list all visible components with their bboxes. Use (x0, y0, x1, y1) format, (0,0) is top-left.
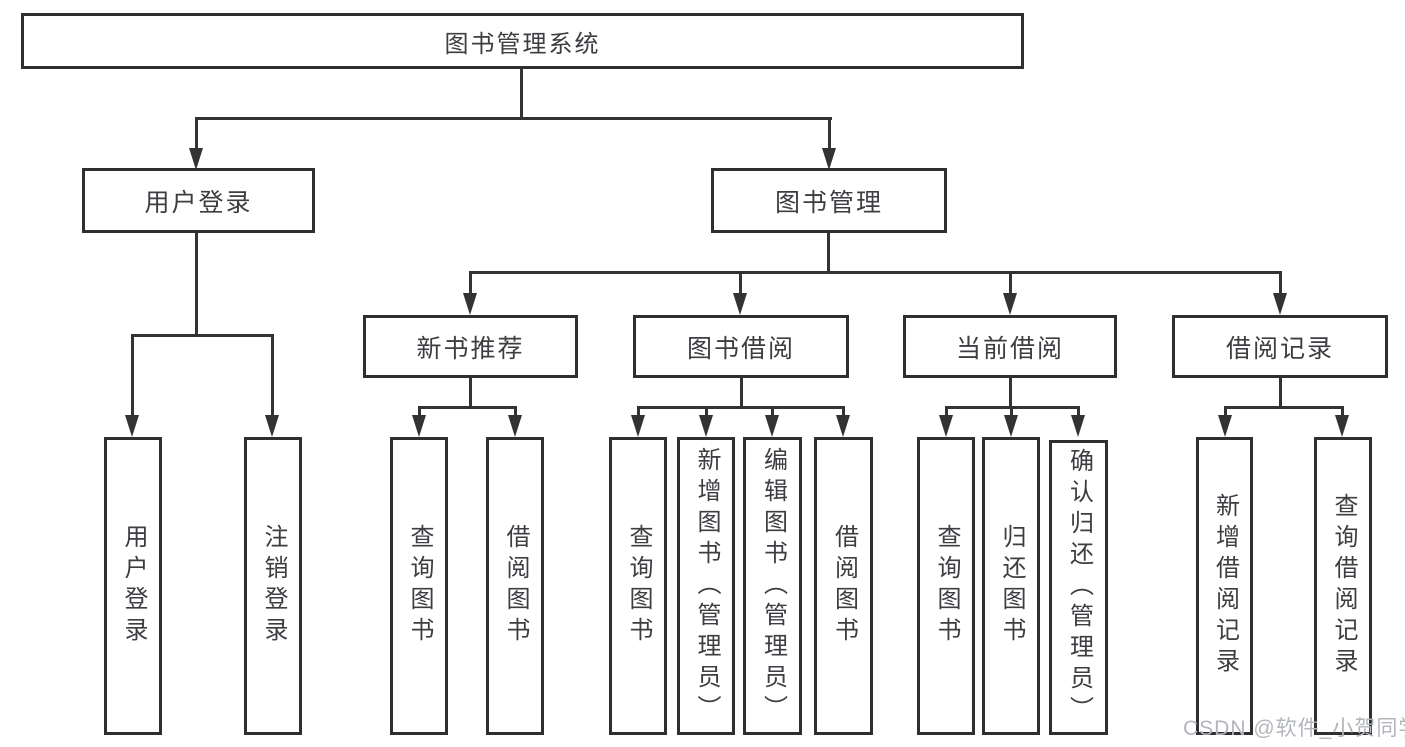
connector-line (1077, 406, 1080, 417)
leaf-return-books: 归还图书 (982, 437, 1040, 735)
leaf-label: 新增图书（管理员） (693, 446, 720, 726)
arrow-down-icon (939, 415, 953, 437)
connector-line (1341, 406, 1344, 417)
leaf-label: 确认归还（管理员） (1065, 448, 1093, 727)
connector-line (1009, 378, 1012, 409)
node-library-management-system: 图书管理系统 (21, 13, 1024, 69)
leaf-query-books-current: 查询图书 (917, 437, 975, 735)
leaf-logout: 注销登录 (244, 437, 302, 735)
connector-line (771, 406, 774, 417)
connector-line (945, 406, 948, 417)
arrow-down-icon (822, 148, 836, 170)
arrow-down-icon (1273, 293, 1287, 315)
node-book-borrowing: 图书借阅 (633, 315, 849, 378)
leaf-label: 查询图书 (625, 524, 652, 648)
connector-line (131, 334, 274, 337)
arrow-down-icon (463, 293, 477, 315)
leaf-user-login: 用户登录 (104, 437, 162, 735)
leaf-confirm-return-admin: 确认归还（管理员） (1049, 440, 1108, 735)
leaf-label: 新增借阅记录 (1211, 493, 1239, 679)
arrow-down-icon (508, 415, 522, 437)
connector-line (827, 233, 830, 273)
connector-line (195, 233, 198, 336)
leaf-label: 借阅图书 (830, 524, 858, 648)
arrow-down-icon (631, 415, 645, 437)
leaf-label: 编辑图书（管理员） (759, 446, 787, 726)
connector-line (1224, 406, 1227, 417)
arrow-down-icon (189, 148, 203, 170)
connector-line (195, 117, 832, 120)
leaf-query-borrow-record: 查询借阅记录 (1314, 437, 1372, 735)
connector-line (520, 69, 523, 120)
arrow-down-icon (1071, 415, 1085, 437)
arrow-down-icon (1004, 415, 1018, 437)
leaf-label: 归还图书 (998, 524, 1025, 648)
leaf-label: 注销登录 (260, 524, 287, 648)
leaf-query-books-borrowing: 查询图书 (609, 437, 667, 735)
leaf-borrow-books-recommend: 借阅图书 (486, 437, 544, 735)
connector-line (195, 117, 198, 150)
arrow-down-icon (1335, 415, 1349, 437)
connector-line (740, 378, 743, 409)
connector-line (1010, 406, 1013, 417)
arrow-down-icon (265, 415, 279, 437)
connector-line (1224, 406, 1344, 409)
connector-line (1279, 378, 1282, 409)
connector-line (271, 334, 274, 415)
arrow-down-icon (733, 293, 747, 315)
connector-line (469, 271, 472, 295)
connector-line (1009, 271, 1012, 295)
node-user-login: 用户登录 (82, 168, 315, 233)
connector-line (469, 271, 1282, 274)
connector-line (842, 406, 845, 417)
leaf-edit-book-admin: 编辑图书（管理员） (743, 437, 802, 735)
leaf-borrow-books-borrowing: 借阅图书 (814, 437, 873, 735)
connector-line (1279, 271, 1282, 295)
node-book-management: 图书管理 (711, 168, 947, 233)
node-borrowing-records: 借阅记录 (1172, 315, 1388, 378)
connector-line (418, 406, 517, 409)
leaf-add-book-admin: 新增图书（管理员） (677, 437, 735, 735)
connector-line (131, 334, 134, 415)
arrow-down-icon (412, 415, 426, 437)
connector-line (828, 117, 831, 150)
connector-line (705, 406, 708, 417)
leaf-label: 用户登录 (120, 524, 147, 648)
arrow-down-icon (125, 415, 139, 437)
watermark-text: CSDN @软件_小贺同学 (1183, 717, 1405, 740)
leaf-query-books-recommend: 查询图书 (390, 437, 448, 735)
connector-line (637, 406, 845, 409)
leaf-add-borrow-record: 新增借阅记录 (1196, 437, 1253, 735)
connector-line (469, 378, 472, 409)
arrow-down-icon (699, 415, 713, 437)
arrow-down-icon (836, 415, 850, 437)
leaf-label: 查询图书 (406, 524, 433, 648)
connector-line (418, 406, 421, 417)
arrow-down-icon (1218, 415, 1232, 437)
leaf-label: 借阅图书 (502, 524, 529, 648)
connector-line (514, 406, 517, 417)
arrow-down-icon (765, 415, 779, 437)
connector-line (637, 406, 640, 417)
node-current-borrowing: 当前借阅 (903, 315, 1117, 378)
node-new-book-recommendation: 新书推荐 (363, 315, 578, 378)
leaf-label: 查询借阅记录 (1330, 493, 1357, 679)
arrow-down-icon (1003, 293, 1017, 315)
connector-line (739, 271, 742, 295)
leaf-label: 查询图书 (933, 524, 960, 648)
